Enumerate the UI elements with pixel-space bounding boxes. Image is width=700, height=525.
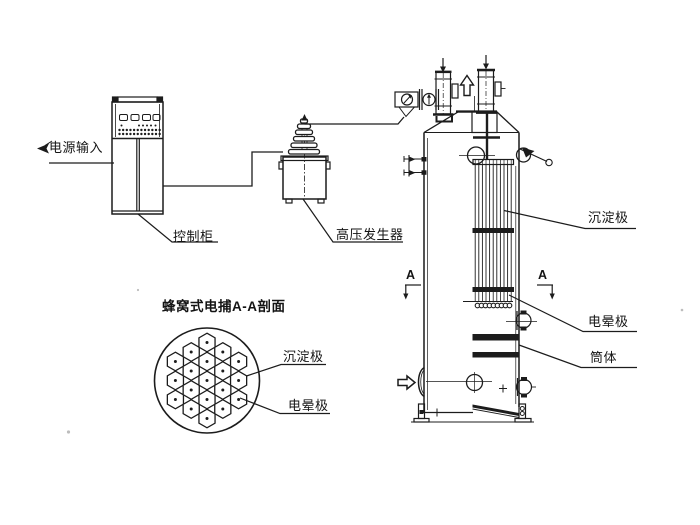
- hv-generator-label: 高压发生器: [336, 227, 404, 242]
- hv-cable: [304, 116, 405, 125]
- power-input-label: 电源输入: [49, 140, 104, 155]
- corona-wire-weights: [474, 302, 513, 309]
- tower-precipitation-electrode-label: 沉淀极: [588, 210, 629, 225]
- scan-speckles: [66, 288, 684, 434]
- precipitation-tube-bundle: [474, 164, 512, 287]
- section-corona-electrode-label: 电晕极: [288, 398, 329, 413]
- hv-generator-drawing: [278, 114, 331, 204]
- gas-outlet-arrow-icon: [459, 74, 475, 97]
- tower-corona-electrode-label: 电晕极: [588, 314, 629, 329]
- left-insulator-bushing: [433, 58, 459, 123]
- valve-icon: [400, 93, 414, 106]
- valve-icon: [422, 92, 436, 107]
- section-cut-arrow-icon: [549, 293, 555, 300]
- side-nozzle-upper: [506, 310, 537, 331]
- gas-inlet: [397, 366, 425, 398]
- right-insulator-bushing: [476, 55, 506, 114]
- side-nozzle-lower: [515, 377, 536, 398]
- tower-shell-label: 筒体: [590, 350, 618, 365]
- power-input-arrow-icon: [37, 140, 53, 154]
- wall-fitting: [403, 155, 427, 177]
- control-to-generator-wire: [163, 151, 283, 187]
- honeycomb-section-drawing: [153, 327, 330, 434]
- section-view-title: 蜂窝式电捕A-A剖面: [162, 299, 286, 314]
- section-cut-arrow-icon: [403, 293, 409, 300]
- section-cut-marks: [403, 284, 555, 300]
- control-cabinet-drawing: [111, 96, 164, 215]
- section-marker-a-left: A: [406, 268, 416, 282]
- section-precipitation-electrode-label: 沉淀极: [283, 349, 324, 364]
- precipitator-tower-drawing: [397, 110, 553, 423]
- indicator-dots: [120, 124, 157, 127]
- davit-manhole: [515, 147, 553, 167]
- control-cabinet-label: 控制柜: [173, 229, 214, 244]
- hv-feed-pipe-drawing: [394, 89, 440, 110]
- gas-inlet-arrow-icon: [397, 374, 417, 391]
- section-marker-a-right: A: [538, 268, 548, 282]
